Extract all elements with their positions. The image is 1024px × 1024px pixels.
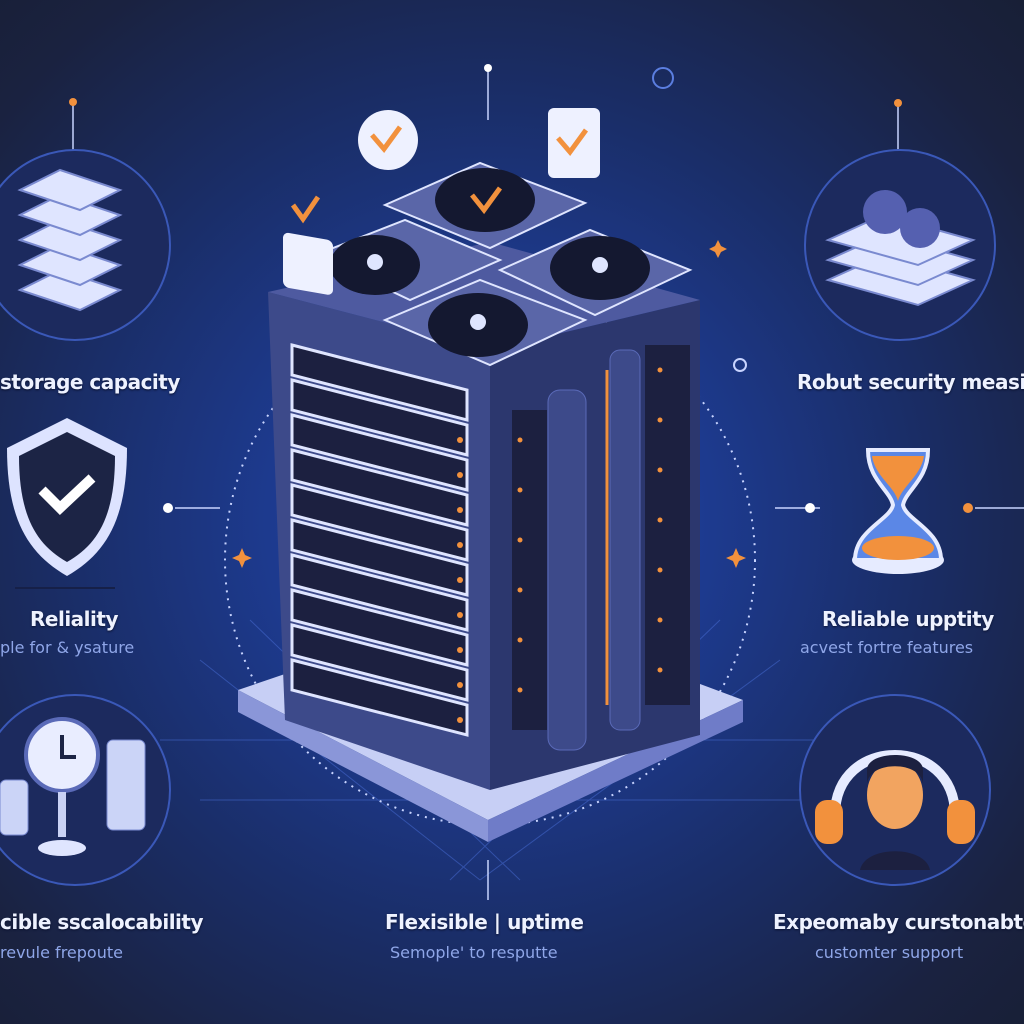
server-stack-icon (17, 168, 123, 312)
feature-title-security: Robut security measity (797, 370, 1024, 394)
feature-title-scalability: cible sscalocability (0, 910, 204, 934)
hourglass-icon (852, 448, 944, 574)
gear-stack-icon (825, 190, 976, 307)
server-tower (238, 108, 743, 842)
feature-subtitle-reliability: ple for & ysature (0, 638, 135, 657)
sparkle-icons (232, 240, 746, 568)
cooling-fans (312, 161, 693, 367)
feature-title-support: Expeomaby curstonabte (773, 910, 1024, 934)
feature-subtitle-support: customter support (815, 943, 964, 962)
feature-title-uptime: Reliable upptity (822, 607, 994, 631)
status-leds (457, 437, 463, 723)
feature-subtitle-uptime: acvest fortre features (800, 638, 974, 657)
feature-title-storage: storage capacity (0, 370, 180, 394)
feature-subtitle-scalability: revule frepoute (0, 943, 123, 962)
shield-check-icon (7, 418, 127, 576)
feature-subtitle-flexible: Semople' to resputte (390, 943, 558, 962)
side-slots (512, 345, 690, 751)
checkmark-badges (283, 108, 600, 295)
drive-bays (290, 343, 469, 737)
headset-agent-icon (815, 750, 975, 870)
feature-title-reliability: Reliality (30, 607, 118, 631)
feature-title-flexible: Flexisible | uptime (385, 910, 584, 934)
clock-coins-icon (0, 717, 146, 856)
